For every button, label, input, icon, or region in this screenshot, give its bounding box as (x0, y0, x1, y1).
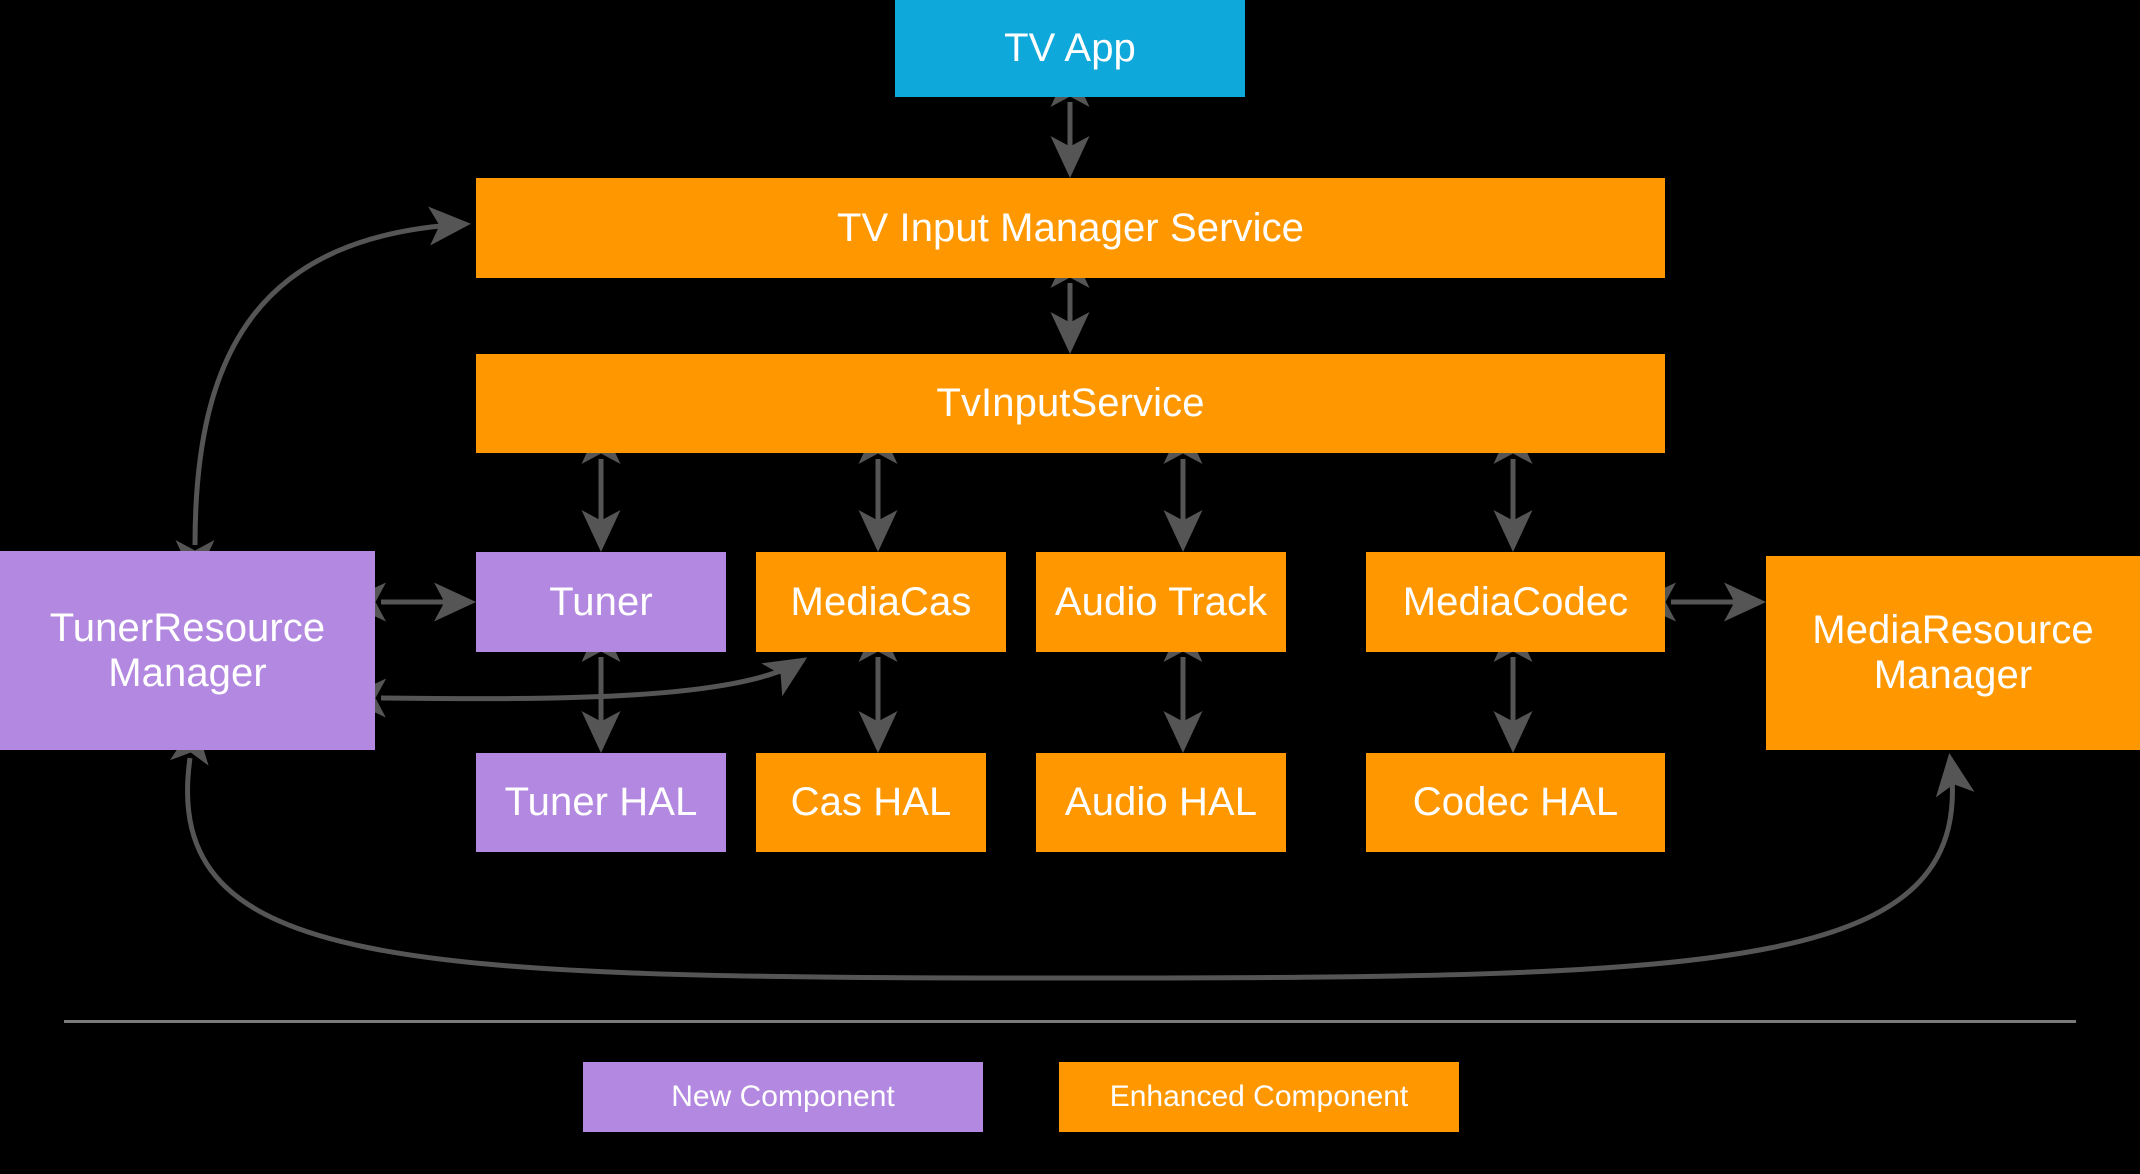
node-audio-track[interactable]: Audio Track (1036, 552, 1286, 652)
node-tuner-resource-manager[interactable]: TunerResource Manager (0, 551, 375, 750)
node-media-resource-manager[interactable]: MediaResource Manager (1766, 556, 2140, 750)
legend-enhanced-component: Enhanced Component (1059, 1062, 1459, 1132)
node-media-cas[interactable]: MediaCas (756, 552, 1006, 652)
node-audio-hal[interactable]: Audio HAL (1036, 753, 1286, 852)
node-tuner-hal[interactable]: Tuner HAL (476, 753, 726, 852)
node-codec-hal[interactable]: Codec HAL (1366, 753, 1665, 852)
node-tv-input-service[interactable]: TvInputService (476, 354, 1665, 453)
legend-new-component: New Component (583, 1062, 983, 1132)
node-tv-input-manager-service[interactable]: TV Input Manager Service (476, 178, 1665, 278)
node-tv-app[interactable]: TV App (895, 0, 1245, 97)
arrow-tuner-resource-manager-to-tv-input-manager-service (175, 206, 471, 582)
node-media-codec[interactable]: MediaCodec (1366, 552, 1665, 652)
node-cas-hal[interactable]: Cas HAL (756, 753, 986, 852)
legend-separator (64, 1020, 2076, 1023)
node-tuner[interactable]: Tuner (476, 552, 726, 652)
arrow-tuner-resource-manager-to-media-cas (344, 657, 808, 718)
